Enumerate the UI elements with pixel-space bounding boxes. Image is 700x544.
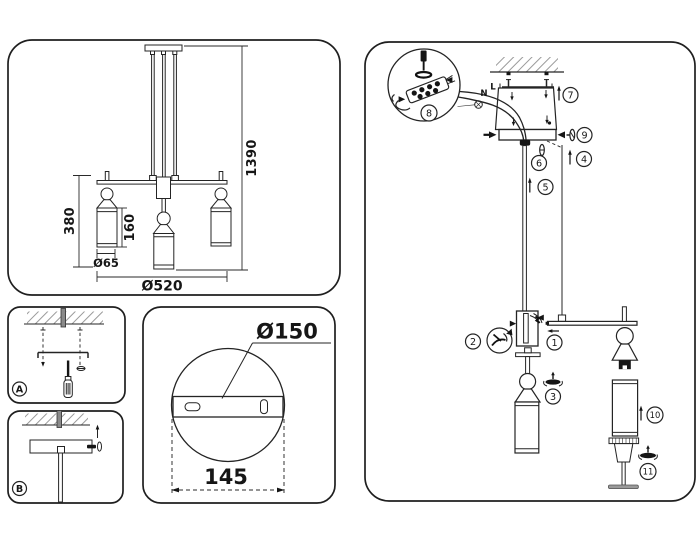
hanging-rod (522, 145, 527, 313)
dim-canopy-diameter-label: Ø150 (256, 320, 318, 344)
step-a-badge: A (11, 381, 28, 397)
side-screw-icon (87, 441, 102, 452)
mount-bracket-assembly (502, 79, 554, 88)
panel-assembly: N L (364, 41, 696, 502)
up-arrow-10 (639, 405, 643, 421)
step-10-label: 10 (650, 410, 661, 420)
step-6-label: 6 (536, 158, 542, 169)
dim-shade-diameter: Ø65 (93, 249, 119, 270)
drill-guide-lines (40, 327, 86, 371)
step-3-label: 3 (550, 392, 556, 403)
side-screw-9-icon (566, 128, 576, 142)
panel-step-b: B (7, 410, 124, 504)
panel-step-a: A (7, 306, 126, 404)
ceiling-plate-front (144, 44, 183, 55)
glass-shade-10 (611, 379, 639, 437)
center-hub (509, 310, 544, 347)
suspension-rods (149, 54, 179, 181)
panel-canopy-view: Ø150 145 (142, 306, 336, 504)
left-arrow-1 (547, 329, 559, 333)
dim-fixture-width-label: Ø520 (141, 279, 182, 295)
up-arrow-b (95, 424, 100, 438)
panel-step-a-border (7, 306, 126, 404)
rod-nut (519, 139, 531, 146)
step-11-label: 11 (643, 467, 654, 477)
step-8-label: 8 (426, 108, 432, 119)
ceiling-rod-b (56, 410, 62, 428)
step-7-label: 7 (567, 90, 573, 101)
dim-arm-drop-label: 380 (63, 207, 78, 235)
ceiling-hatch-b (25, 413, 88, 425)
screwdriver-icon (63, 360, 73, 398)
dim-total-height: 1390 (176, 45, 260, 271)
step-1-badge: 1 (546, 334, 563, 351)
dim-mount-width: 145 (171, 419, 285, 495)
up-arrow-5 (528, 177, 532, 193)
ceiling-rod-a (60, 308, 66, 328)
center-shade-assembly (514, 347, 542, 454)
screw-6-icon (539, 143, 545, 157)
step-b-label: B (16, 484, 23, 495)
step-7-badge: 7 (562, 86, 579, 104)
dim-mount-width-label: 145 (204, 465, 248, 489)
arm-bar (546, 320, 638, 326)
step-11-badge: 11 (639, 462, 657, 481)
dim-fixture-width: Ø520 (96, 271, 228, 295)
mount-slot-left (184, 402, 201, 412)
dim-total-height-label: 1390 (245, 139, 260, 176)
step-3-badge: 3 (544, 388, 562, 405)
step-2-badge: 2 (464, 333, 482, 350)
step-4-label: 4 (581, 154, 587, 165)
step-4-badge: 4 (575, 150, 593, 168)
step-6-badge: 6 (530, 154, 548, 172)
mount-slot-right (260, 399, 268, 415)
panel-front-view: 1390 380 160 Ø65 Ø520 (7, 39, 341, 296)
wire-neutral-label: N (480, 89, 487, 99)
up-arrow-4 (568, 149, 572, 165)
screwdriver-icon-small (420, 50, 427, 62)
cross-bar-and-hub (96, 176, 228, 199)
washer-icon (414, 70, 433, 79)
mount-bracket-a (37, 351, 89, 358)
socket-and-stem (608, 437, 640, 489)
dim-shade-diameter-label: Ø65 (93, 256, 119, 270)
mount-bar (172, 395, 284, 418)
wire-twist-magnifier (486, 327, 513, 354)
arm-shade-holder (611, 306, 639, 370)
center-shade-front (152, 198, 176, 270)
step-9-badge: 9 (576, 126, 593, 144)
dim-arm-drop: 380 (63, 175, 93, 268)
step-5-badge: 5 (537, 178, 554, 196)
wiring-detail-magnifier (387, 48, 461, 122)
canopy-circle (170, 347, 286, 463)
step-a-label: A (16, 384, 24, 395)
step-5-label: 5 (542, 182, 548, 193)
up-arrow-7 (557, 85, 561, 101)
wire-live-label: L (490, 83, 496, 93)
supply-wires: N L (457, 83, 527, 143)
ceiling-hatch-assembly (490, 57, 564, 76)
canopy-cup (494, 83, 558, 131)
dim-shade-height-label: 160 (123, 213, 138, 241)
step-9-label: 9 (581, 130, 587, 141)
hanger-rod-b (58, 452, 63, 503)
terminal-block-icon (405, 74, 456, 104)
step-1-label: 1 (551, 338, 557, 349)
step-2-label: 2 (470, 337, 476, 348)
step-8-badge: 8 (420, 104, 438, 122)
ground-screw-icon (474, 100, 483, 109)
dim-shade-height: 160 (117, 207, 138, 248)
step-10-badge: 10 (646, 406, 664, 424)
panel-step-b-border (7, 410, 124, 504)
tighten-icon-11 (638, 445, 658, 460)
tighten-icon-3 (543, 371, 563, 387)
right-shade-front (209, 171, 233, 247)
step-b-badge: B (11, 480, 28, 497)
